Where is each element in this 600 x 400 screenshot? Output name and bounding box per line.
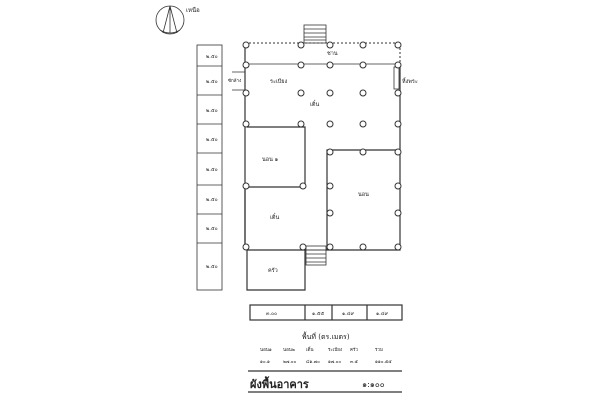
bottom-dim-1: ๓.๐๐ (266, 311, 277, 317)
north-arrow-icon (155, 5, 185, 35)
area-value-1: ๑๐.๑ (260, 360, 270, 365)
side-dim-6: ๒.๕๐ (206, 197, 218, 203)
area-value-6: ๑๑๐.๕๕ (375, 359, 392, 365)
label-kitchen: ครัว (268, 267, 278, 274)
bottom-dimension-strip (249, 304, 403, 321)
label-bedroom: นอน (358, 192, 369, 198)
bedroom1-walls (247, 126, 306, 188)
shrine-shelf (393, 66, 400, 90)
area-header-3: เติ๋น (306, 346, 314, 353)
bottom-stair (305, 245, 327, 266)
area-header-2: นอน๒ (283, 348, 295, 353)
side-dim-1: ๒.๕๐ (206, 54, 218, 60)
porch-outline (245, 42, 401, 64)
label-hall: เติ๋น (310, 100, 319, 108)
area-header-6: รวม (375, 347, 383, 353)
columns (242, 41, 402, 251)
area-value-5: ๓.๕ (350, 359, 359, 365)
bottom-dim-3: ๑.๔๙ (342, 311, 355, 317)
side-dimension-strip (196, 44, 223, 291)
compass-label: เหนือ (186, 6, 200, 14)
side-dim-7: ๒.๕๐ (206, 226, 218, 232)
label-bedroom1: นอน ๑ (262, 157, 278, 163)
area-value-3: ๔๑.๗๐ (306, 359, 320, 365)
label-wash: ซักล้าง (228, 78, 241, 84)
area-value-2: ๒๗.๐๐ (283, 360, 297, 365)
side-dim-8: ๒.๕๐ (206, 264, 218, 270)
label-balcony: ระเบียง (270, 78, 288, 85)
area-table-title: พื้นที่ (ตร.เมตร) (302, 330, 350, 341)
side-dim-5: ๒.๕๐ (206, 167, 218, 173)
area-header-5: ครัว (350, 347, 358, 353)
label-porch: ชาน (327, 50, 338, 57)
area-header-4: ระเบียง (328, 347, 342, 353)
side-dim-2: ๒.๕๐ (206, 79, 218, 85)
kitchen-walls (246, 249, 306, 291)
top-stair (303, 24, 327, 44)
drawing-title: ผังพื้นอาคาร (250, 376, 309, 391)
bottom-dim-4: ๑.๔๙ (376, 311, 389, 317)
area-header-1: นอน๑ (260, 348, 272, 353)
area-value-4: ๑๗.๐๐ (328, 360, 341, 365)
label-lower-hall: เติ๋น (270, 213, 279, 221)
side-dim-4: ๒.๕๐ (206, 137, 218, 143)
side-dim-3: ๒.๕๐ (206, 108, 218, 114)
bottom-dim-2: ๑.๕๕ (312, 311, 325, 317)
drawing-scale: ๑:๑๐๐ (362, 380, 385, 389)
label-shrine: หิ้งพระ (402, 77, 418, 85)
